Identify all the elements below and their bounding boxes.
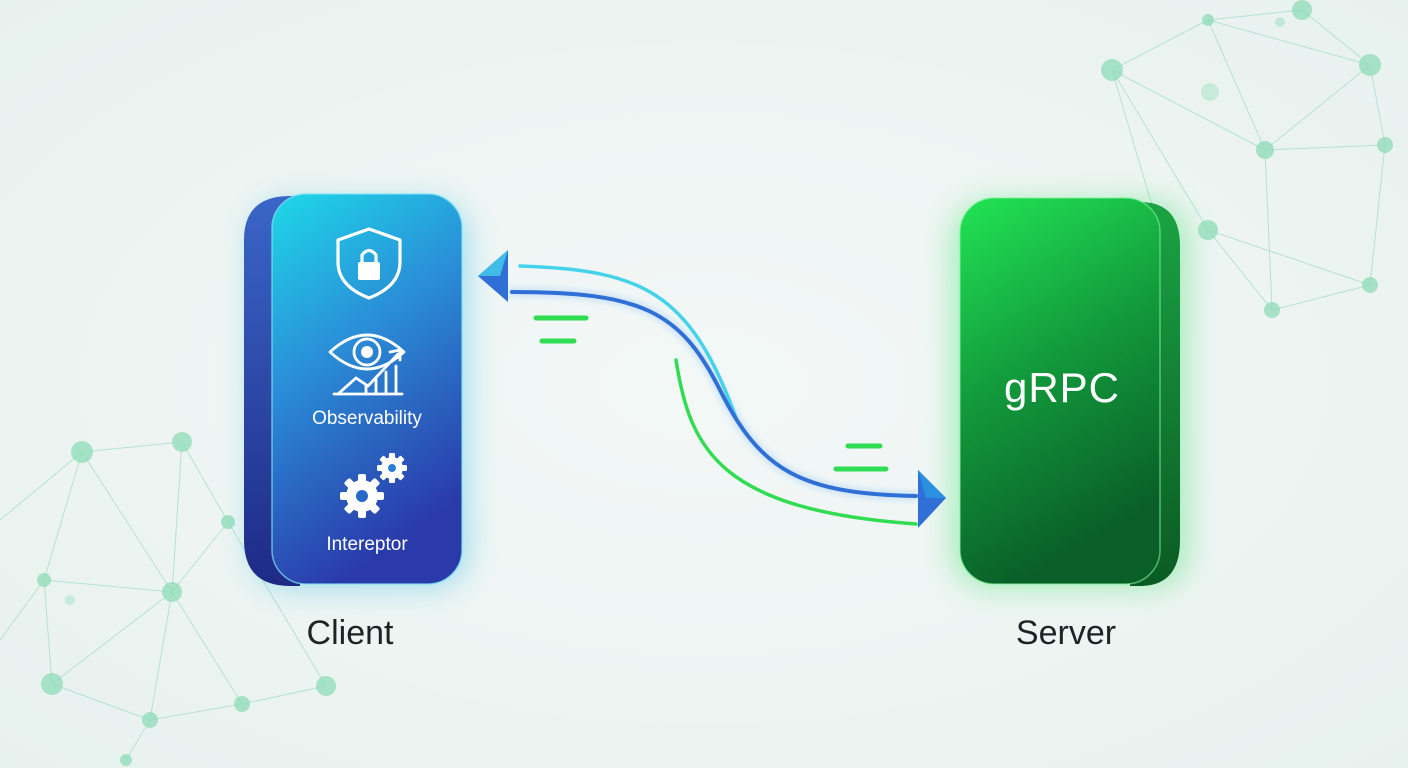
observability-label: Observability: [312, 408, 422, 429]
client-card[interactable]: [244, 193, 463, 586]
grpc-label: gRPC: [1003, 364, 1121, 411]
request-line-blue: [510, 290, 918, 498]
network-nodes-bottom-left: [37, 432, 336, 766]
network-nodes-top-right: [1101, 0, 1393, 318]
gears-icon: [340, 453, 407, 518]
eye-chart-icon: [328, 333, 406, 396]
server-label: Server: [1015, 614, 1117, 652]
network-decoration-bottom-left: [0, 441, 327, 761]
arrow-right-icon: [918, 470, 946, 528]
dash-marks-left: [533, 315, 589, 344]
client-label: Client: [306, 614, 394, 652]
server-card[interactable]: [959, 197, 1180, 586]
arrow-left-icon: [478, 250, 508, 302]
response-line-green: [674, 358, 918, 526]
interceptor-label: Intereptor: [326, 534, 408, 555]
dash-marks-right: [833, 443, 889, 472]
network-decoration-top-right: [1111, 9, 1386, 311]
response-line-cyan: [518, 264, 738, 420]
flow-lines: [507, 264, 921, 526]
lock-shield-icon: [336, 227, 402, 300]
